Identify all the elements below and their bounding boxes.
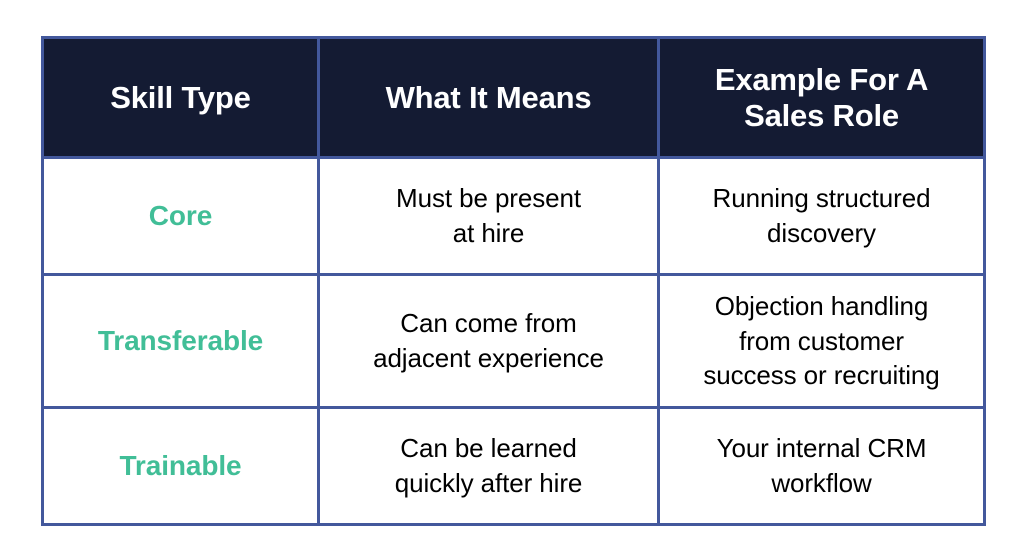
cell-skill-type-transferable: Transferable (41, 273, 320, 409)
table-row: Core Must be present at hire Running str… (41, 156, 986, 276)
column-header-skill-type: Skill Type (41, 36, 320, 159)
table-body: Core Must be present at hire Running str… (41, 156, 986, 526)
column-header-example-for-a-sales-role: Example For A Sales Role (657, 36, 986, 159)
cell-example-transferable: Objection handling from customer success… (657, 273, 986, 409)
column-header-what-it-means: What It Means (317, 36, 660, 159)
cell-line: Objection handling (714, 291, 929, 322)
cell-line: Can be learned (400, 433, 577, 464)
cell-line: Your internal CRM (716, 433, 927, 464)
cell-line: Running structured (712, 183, 931, 214)
cell-example-trainable: Your internal CRM workflow (657, 406, 986, 526)
column-header-example-line-1: Example For A (714, 61, 929, 97)
cell-line: from customer (739, 325, 904, 356)
cell-what-it-means-core: Must be present at hire (317, 156, 660, 276)
cell-skill-type-trainable: Trainable (41, 406, 320, 526)
cell-skill-type-core: Core (41, 156, 320, 276)
table-header-row: Skill Type What It Means Example For A S… (41, 36, 986, 159)
skill-type-table: Skill Type What It Means Example For A S… (41, 36, 986, 526)
cell-line: quickly after hire (394, 468, 583, 498)
cell-line: Must be present (396, 183, 581, 214)
cell-line: Can come from (400, 308, 577, 339)
table-row: Trainable Can be learned quickly after h… (41, 406, 986, 526)
table-row: Transferable Can come from adjacent expe… (41, 273, 986, 409)
cell-line: at hire (452, 218, 525, 248)
cell-what-it-means-trainable: Can be learned quickly after hire (317, 406, 660, 526)
cell-example-core: Running structured discovery (657, 156, 986, 276)
cell-line: discovery (767, 218, 876, 248)
skill-type-table-container: Skill Type What It Means Example For A S… (41, 36, 986, 526)
cell-what-it-means-transferable: Can come from adjacent experience (317, 273, 660, 409)
cell-line: success or recruiting (703, 360, 940, 391)
column-header-example-line-2: Sales Role (744, 97, 899, 133)
table-header: Skill Type What It Means Example For A S… (41, 36, 986, 159)
cell-line: workflow (771, 468, 872, 498)
cell-line: adjacent experience (373, 343, 604, 373)
